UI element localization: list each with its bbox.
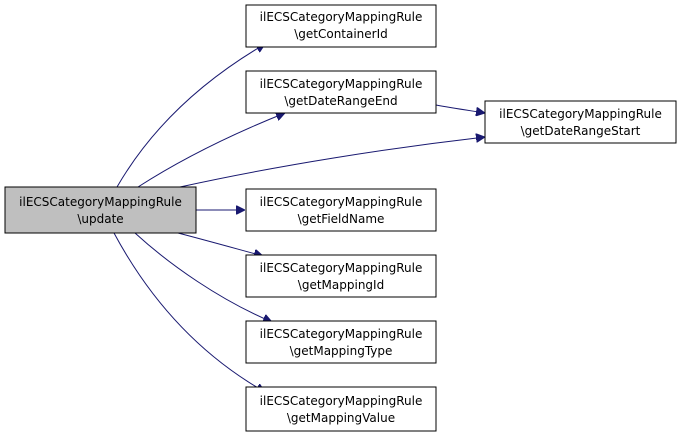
node-getDateRangeEnd[interactable]: ilECSCategoryMappingRule \getDateRangeEn… [245, 70, 437, 114]
node-getContainerId-line1: ilECSCategoryMappingRule [260, 10, 423, 24]
node-getDateRangeStart-line2: \getDateRangeStart [521, 124, 641, 138]
node-getMappingType[interactable]: ilECSCategoryMappingRule \getMappingType [245, 320, 437, 364]
edge-update-getDateRangeStart [179, 137, 485, 188]
node-getMappingId-line1: ilECSCategoryMappingRule [260, 261, 423, 275]
edge-update-getMappingId [177, 232, 263, 256]
node-getMappingType-line1: ilECSCategoryMappingRule [260, 327, 423, 341]
node-getMappingType-line2: \getMappingType [290, 344, 393, 358]
edge-update-getDateRangeEnd [137, 113, 285, 188]
node-getMappingId[interactable]: ilECSCategoryMappingRule \getMappingId [245, 254, 437, 298]
node-getFieldName[interactable]: ilECSCategoryMappingRule \getFieldName [245, 188, 437, 232]
node-update-line1: ilECSCategoryMappingRule [19, 195, 182, 209]
node-getDateRangeStart-line1: ilECSCategoryMappingRule [499, 107, 662, 121]
edge-update-getMappingValue [113, 232, 265, 392]
node-getDateRangeEnd-line2: \getDateRangeEnd [284, 94, 397, 108]
node-getDateRangeEnd-line1: ilECSCategoryMappingRule [260, 77, 423, 91]
node-getDateRangeStart[interactable]: ilECSCategoryMappingRule \getDateRangeSt… [484, 100, 677, 144]
node-getFieldName-line2: \getFieldName [298, 212, 385, 226]
node-update-line2: \update [77, 212, 123, 226]
node-getMappingValue-line1: ilECSCategoryMappingRule [260, 394, 423, 408]
edge-update-getContainerId [116, 44, 265, 188]
node-getFieldName-line1: ilECSCategoryMappingRule [260, 195, 423, 209]
node-getMappingValue-line2: \getMappingValue [287, 411, 395, 425]
node-getMappingValue[interactable]: ilECSCategoryMappingRule \getMappingValu… [245, 386, 437, 432]
node-getContainerId[interactable]: ilECSCategoryMappingRule \getContainerId [245, 4, 437, 48]
edge-getDateRangeEnd-getDateRangeStart [435, 104, 485, 113]
node-getContainerId-line2: \getContainerId [294, 27, 388, 41]
edge-update-getMappingType [134, 232, 272, 322]
node-getMappingId-line2: \getMappingId [298, 278, 384, 292]
node-update[interactable]: ilECSCategoryMappingRule \update [4, 186, 197, 234]
